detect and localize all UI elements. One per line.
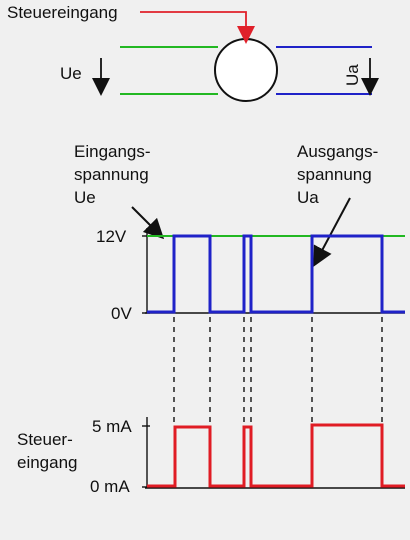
input-voltage-caption-line-1: Eingangs-: [74, 142, 151, 161]
control-caption-line-2: eingang: [17, 453, 78, 472]
output-voltage-caption-line-3: Ua: [297, 188, 319, 207]
current-tick-label-high: 5 mA: [92, 417, 132, 436]
switch-icon: [214, 38, 278, 102]
current-plot: 5 mA 0 mA Steuer- eingang: [17, 417, 405, 496]
voltage-tick-label-low: 0V: [111, 304, 132, 323]
switch-schematic: Steuereingang Ue Ua: [7, 3, 379, 102]
input-voltage-caption-line-2: spannung: [74, 165, 149, 184]
input-caption-pointer: [131, 206, 165, 240]
input-voltage-symbol: Ue: [60, 64, 82, 83]
control-current-series: [147, 423, 405, 488]
output-caption-pointer: [313, 197, 351, 267]
control-input-label: Steuereingang: [7, 3, 118, 22]
control-caption-line-1: Steuer-: [17, 430, 73, 449]
transition-guides: [173, 317, 383, 423]
control-input-arrow: [140, 11, 255, 44]
output-voltage-series: [147, 234, 405, 314]
input-voltage-caption-line-3: Ue: [74, 188, 96, 207]
output-voltage-symbol: Ua: [343, 64, 362, 86]
output-voltage-caption-line-2: spannung: [297, 165, 372, 184]
output-voltage-caption-line-1: Ausgangs-: [297, 142, 378, 161]
voltage-plot: 12V 0V: [96, 227, 405, 323]
voltage-tick-label-high: 12V: [96, 227, 127, 246]
voltage-captions: Eingangs- spannung Ue Ausgangs- spannung…: [74, 142, 378, 267]
current-tick-label-low: 0 mA: [90, 477, 130, 496]
